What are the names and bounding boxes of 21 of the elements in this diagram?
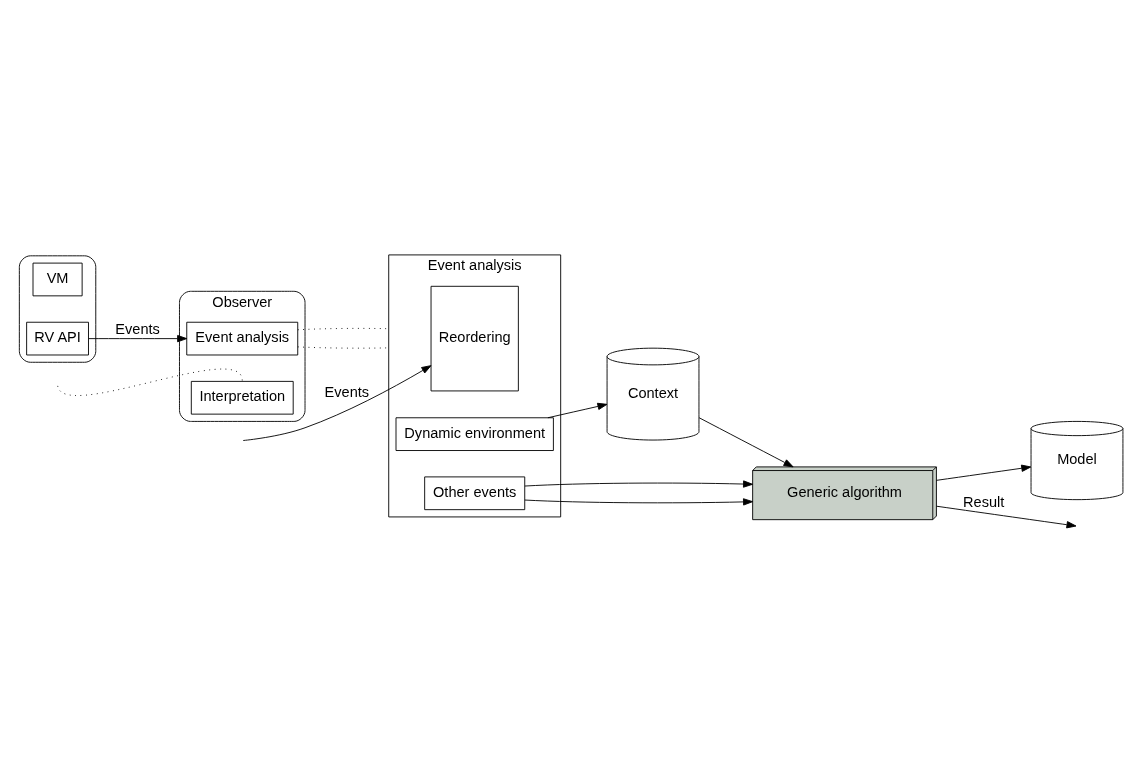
edge-label: Result bbox=[963, 493, 1005, 510]
arrow bbox=[698, 416, 794, 467]
node-box: VM bbox=[32, 262, 83, 296]
edge-label: Events bbox=[115, 320, 160, 337]
node-box: Reordering bbox=[430, 285, 519, 391]
node-box: RV API bbox=[26, 321, 89, 355]
connector bbox=[297, 327, 390, 330]
node-box: Interpretation bbox=[190, 380, 294, 415]
node-box: Other events bbox=[424, 475, 526, 510]
edge-label: Events bbox=[324, 383, 370, 400]
arrow bbox=[88, 334, 188, 342]
cluster bbox=[18, 254, 97, 363]
node-box: Event analysis bbox=[186, 321, 299, 355]
arrow bbox=[547, 402, 608, 418]
arrow bbox=[936, 505, 1077, 528]
arrow bbox=[524, 479, 754, 488]
node-box: Dynamic environment bbox=[395, 416, 554, 451]
connector bbox=[57, 368, 243, 396]
arrow bbox=[524, 497, 754, 506]
arrow bbox=[242, 364, 432, 441]
arrow bbox=[936, 464, 1032, 481]
